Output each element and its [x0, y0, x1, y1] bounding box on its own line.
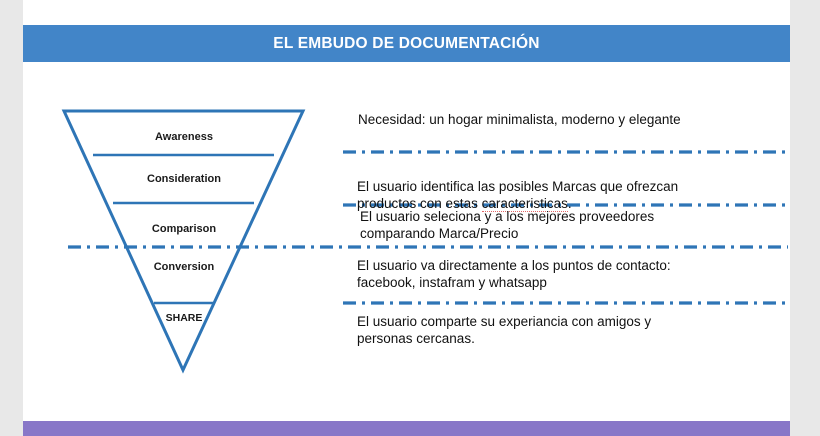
note-awareness-line1: El usuario identifica las posibles Marca… [357, 179, 679, 194]
note-share: El usuario comparte su experiancia con a… [357, 314, 652, 346]
dash-dot-separator-3 [68, 245, 788, 249]
note-awareness: El usuario identifica las posibles Marca… [357, 178, 678, 212]
slide-bottom-gap [23, 419, 790, 421]
funnel-outline-icon [61, 109, 306, 374]
funnel-stage-share: SHARE [165, 312, 203, 324]
note-need: Necesidad: un hogar minimalista, moderno… [358, 112, 681, 127]
dash-dot-separator-2 [343, 203, 788, 207]
slide-title-bar: EL EMBUDO DE DOCUMENTACIÓN [23, 25, 790, 62]
dash-dot-separator-1 [343, 150, 788, 154]
funnel-diagram: Awareness Consideration Comparison Conve… [23, 0, 353, 419]
funnel-stage-awareness: Awareness [155, 131, 213, 143]
note-conversion: El usuario va directamente a los puntos … [357, 258, 671, 290]
funnel-stage-consideration: Consideration [147, 173, 221, 185]
bottom-accent-band [23, 421, 790, 436]
note-awareness-line2-suffix: . [567, 196, 572, 211]
note-comparison: El usuario seleciona y a los mejores pro… [360, 209, 655, 241]
note-awareness-misspelled-word: caracteristicas [481, 196, 568, 212]
funnel-stage-conversion: Conversion [153, 261, 215, 273]
slide-canvas: EL EMBUDO DE DOCUMENTACIÓN Awareness Con… [23, 0, 790, 419]
page-title: EL EMBUDO DE DOCUMENTACIÓN [273, 34, 540, 52]
dash-dot-separator-4 [343, 301, 788, 305]
note-awareness-line2-prefix: productos con estas [357, 196, 482, 211]
funnel-stage-comparison: Comparison [151, 223, 217, 235]
